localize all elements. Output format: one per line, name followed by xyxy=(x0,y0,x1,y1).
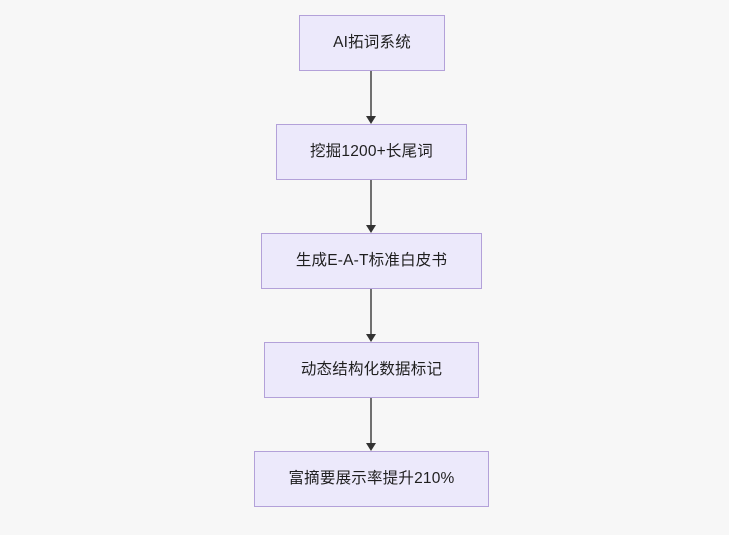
flow-node-label: AI拓词系统 xyxy=(333,34,411,52)
flow-node-mine-longtail-keywords[interactable]: 挖掘1200+长尾词 xyxy=(276,124,467,180)
arrowhead-icon xyxy=(365,225,376,233)
flow-node-rich-snippet-impression-lift[interactable]: 富摘要展示率提升210% xyxy=(254,451,489,507)
arrowhead-icon xyxy=(365,116,376,124)
flow-node-label: 动态结构化数据标记 xyxy=(300,361,443,379)
flow-node-label: 富摘要展示率提升210% xyxy=(288,470,455,488)
connector-line xyxy=(369,71,373,116)
connector-line xyxy=(369,289,373,334)
flow-node-dynamic-structured-data-markup[interactable]: 动态结构化数据标记 xyxy=(264,342,479,398)
flow-node-label: 生成E-A-T标准白皮书 xyxy=(295,252,448,270)
connector-line xyxy=(369,398,373,443)
flow-node-ai-keyword-system[interactable]: AI拓词系统 xyxy=(299,15,445,71)
flow-node-label: 挖掘1200+长尾词 xyxy=(309,143,434,161)
flow-node-generate-eat-whitepaper[interactable]: 生成E-A-T标准白皮书 xyxy=(261,233,482,289)
arrowhead-icon xyxy=(365,443,376,451)
connector-line xyxy=(369,180,373,225)
arrowhead-icon xyxy=(365,334,376,342)
